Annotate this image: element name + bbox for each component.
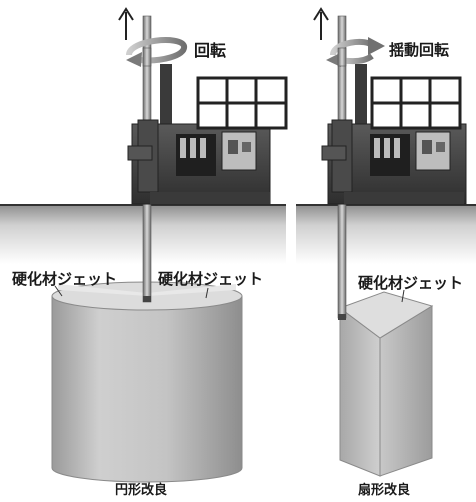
cylindrical-column — [51, 281, 243, 483]
drill-rod-tip-left — [143, 296, 151, 302]
fan-column — [338, 291, 434, 477]
ground-band-right — [296, 204, 476, 264]
fan-caption: 扇形改良 — [358, 483, 411, 498]
jet-label-left: 硬化材ジェット — [12, 270, 118, 288]
lift-arrow-left-icon — [118, 7, 134, 40]
rotation-arrow-icon — [126, 37, 187, 67]
oscillation-label: 揺動回転 — [389, 41, 450, 59]
rotation-label: 回転 — [194, 41, 227, 60]
cylindrical-caption: 円形改良 — [115, 483, 168, 498]
drilling-machine-left — [127, 64, 288, 205]
drill-rod-front-left — [142, 47, 152, 67]
drilling-machine-right — [321, 64, 467, 205]
jet-leader-right — [205, 287, 209, 299]
jet-leader-fan — [401, 289, 405, 303]
jet-stream-left — [58, 284, 236, 296]
jet-label-center: 硬化材ジェット — [158, 270, 264, 288]
lift-arrow-right-icon — [313, 7, 329, 40]
jet-leader-left — [54, 285, 63, 297]
drill-rod-front-right — [337, 47, 347, 67]
jet-label-right: 硬化材ジェット — [358, 274, 464, 292]
drill-rod-tip-right — [338, 314, 346, 320]
oscillation-arrow-icon — [326, 37, 385, 67]
